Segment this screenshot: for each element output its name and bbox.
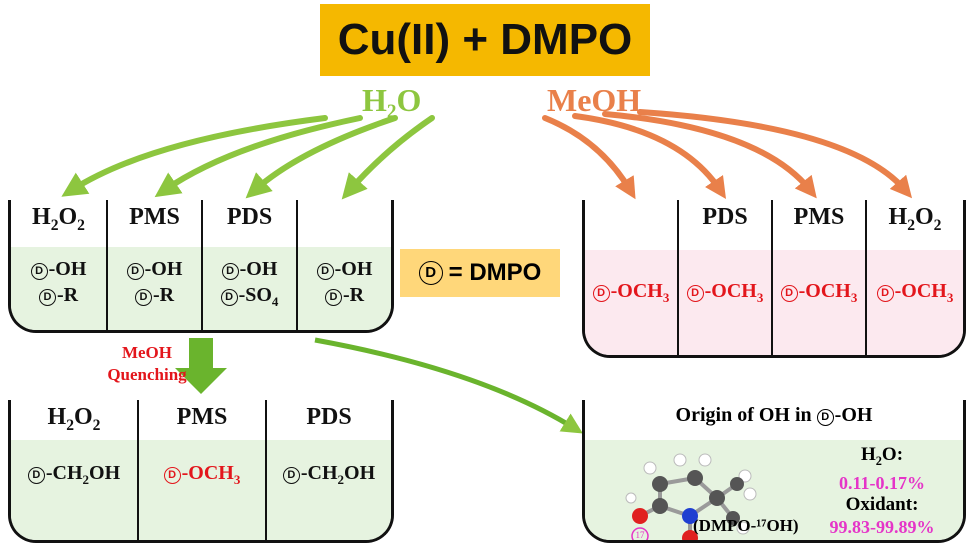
species: D-OCH3 [163,460,240,493]
quenched-beaker-liquid [11,440,391,540]
species: D-OCH3 [592,278,669,311]
water-arrow-pds [245,115,398,199]
species: D-OCH3 [780,278,857,311]
water-beaker: H2O2 D-OH D-R PMS D-OH D-R PDS D-OH D-SO… [8,200,394,333]
species: D-OCH3 [686,278,763,311]
quenching-label: MeOH Quenching [107,343,187,384]
origin-arrow [314,337,583,434]
column-header: H2O2 [32,204,85,234]
quenched-beaker: H2O2 D-CH2OH PMS D-OCH3 PDS D-CH2OH [8,400,394,543]
species: D-OH [126,256,182,282]
methanol-col-pds: PDS D-OCH3 [679,200,771,355]
methanol-beaker-liquid [585,250,963,355]
dmpo-circle-icon: D [30,263,48,280]
methanol-col-h2o2: H2O2 D-OCH3 [867,200,963,355]
dmpo-circle-icon: D [220,289,238,306]
species: D-R [38,282,78,308]
species: D-R [134,282,174,308]
water-col-blank: D-OH D-R [298,200,391,330]
dmpo-circle-icon: D [316,263,334,280]
column-header: PMS [793,204,845,230]
legend-box: D = DMPO [400,249,560,297]
dmpo-circle-icon: D [876,285,894,302]
column-header: PMS [129,204,180,230]
column-header: PDS [306,404,352,430]
water-arrow-blank [341,115,435,200]
oxidant-percent: 99.83-99.89% [829,516,935,537]
dmpo-circle-icon: D [27,467,45,484]
dmpo-circle-icon: D [163,467,181,484]
legend-text: = DMPO [448,259,542,286]
dmpo-circle-icon: D [38,289,56,306]
dmpo-molecule-graphic [625,453,757,540]
dmpo-circle-icon: D [780,285,798,302]
methanol-arrow-blank [542,115,636,200]
methanol-col-pms: PMS D-OCH3 [773,200,865,355]
methanol-arrows [542,109,913,200]
methanol-label: MeOH [547,82,642,118]
methanol-arrow-pds [572,113,726,199]
quenched-col-pms: PMS D-OCH3 [139,400,265,540]
dmpo-circle-icon: D [221,263,239,280]
label-17: 17 [635,530,645,540]
title-text: Cu(II) + DMPO [337,15,633,64]
water-arrow-h2o2 [61,115,328,197]
oxidant-label: Oxidant: [845,493,919,515]
water-col-pms: PMS D-OH D-R [108,200,201,330]
origin-beaker: Origin of OH in D-OH 17 (DMPO-¹⁷OH) [582,400,966,543]
column-header: PMS [176,404,228,430]
water-percent: 0.11-0.17% [838,472,925,493]
dmpo-circle-icon: D [686,285,704,302]
methanol-arrow-pms [602,111,817,199]
molecule-label: (DMPO-¹⁷OH) [693,516,799,535]
species: D-R [324,282,364,308]
dmpo-circle-icon: D [282,467,300,484]
water-arrow-pms [154,115,363,198]
water-col-h2o2: H2O2 D-OH D-R [11,200,106,330]
species: D-OH [30,256,86,282]
dmpo-circle-icon: D [418,261,443,285]
column-header: PDS [226,204,273,230]
quenched-col-h2o2: H2O2 D-CH2OH [11,400,137,540]
species: D-OH [221,256,277,282]
column-header: H2O2 [888,204,942,234]
quenched-col-pds: PDS D-CH2OH [267,400,391,540]
water-label: H₂O [362,82,422,118]
dmpo-circle-icon: D [134,289,152,306]
water-arrows [61,115,435,200]
dmpo-circle-icon: D [126,263,144,280]
dmpo-circle-icon: D [324,289,342,306]
water-col-pds: PDS D-OH D-SO4 [203,200,296,330]
origin-beaker-liquid [585,440,963,540]
species: D-OCH3 [876,278,953,311]
column-header: H2O2 [47,404,101,434]
dmpo-circle-icon: D [816,409,834,426]
origin-title: Origin of OH in D-OH [675,404,873,426]
species: D-CH2OH [27,460,120,493]
species: D-OH [316,256,372,282]
methanol-beaker: D-OCH3 PDS D-OCH3 PMS D-OCH3 H2O2 D-OCH3 [582,200,966,358]
column-header: PDS [702,204,748,230]
species: D-CH2OH [282,460,375,493]
methanol-arrow-h2o2 [637,109,913,199]
quench-arrow [175,338,227,394]
dmpo-circle-icon: D [592,285,610,302]
species: D-SO4 [220,282,278,315]
title-box: Cu(II) + DMPO [320,4,650,76]
isotope-results: H2O: 0.11-0.17% Oxidant: 99.83-99.89% [807,444,957,538]
methanol-col-blank: D-OCH3 [585,200,677,355]
